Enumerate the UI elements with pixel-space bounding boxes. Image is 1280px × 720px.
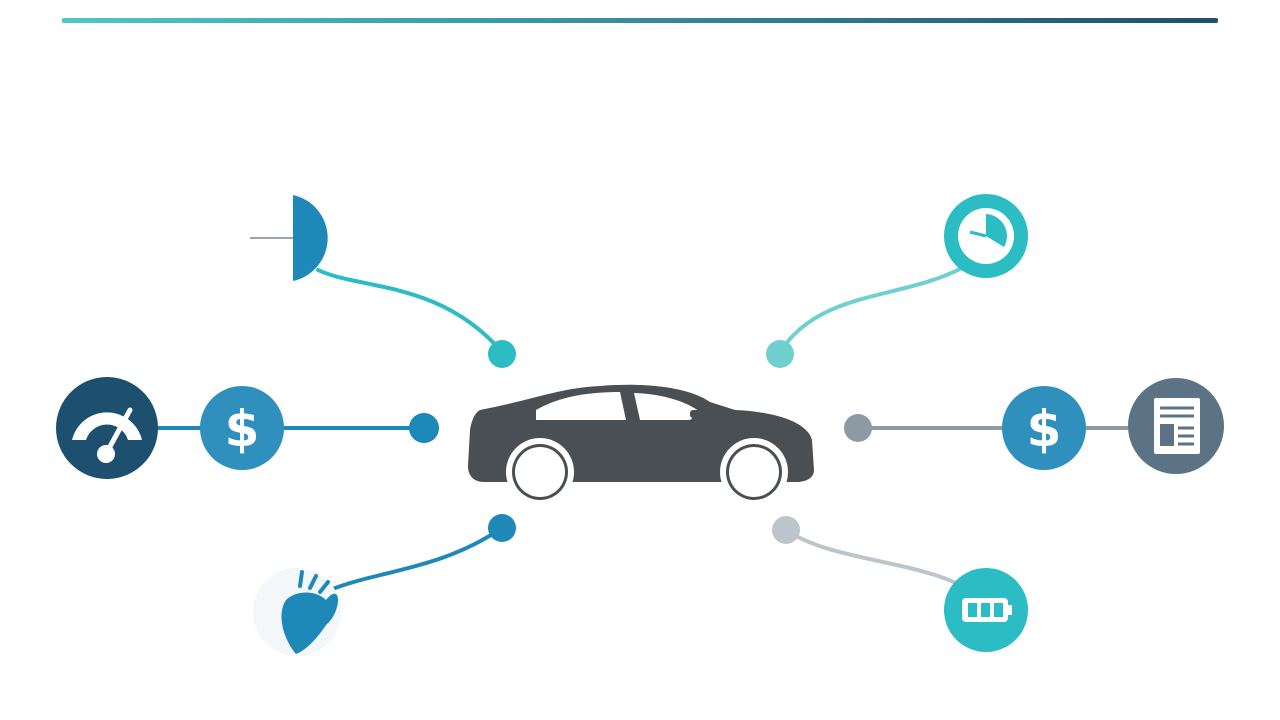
connector-dot-top-left [488,340,516,368]
header-rule [62,18,1218,23]
connector-dot-top-right [766,340,794,368]
dollar-glyph-right: $ [1027,400,1062,458]
half-dome-icon [250,195,328,281]
connector-dot-left [409,413,439,443]
connector-top-right [778,266,964,354]
heart-hand-icon [253,568,341,656]
connector-bottom-left [328,526,504,592]
pie-chart-icon [944,194,1028,278]
document-icon [1128,378,1224,474]
speedometer-icon [56,377,158,479]
car-icon [468,384,814,506]
connector-dot-right [844,414,872,442]
dollar-icon-right: $ [1002,386,1086,470]
dollar-glyph-left: $ [225,400,260,458]
connector-dot-bottom-left [488,514,516,542]
dollar-icon-left: $ [200,386,284,470]
connector-bottom-right [784,528,962,587]
battery-icon [944,568,1028,652]
connector-top-left [316,268,504,354]
connector-dot-bottom-right [772,516,800,544]
